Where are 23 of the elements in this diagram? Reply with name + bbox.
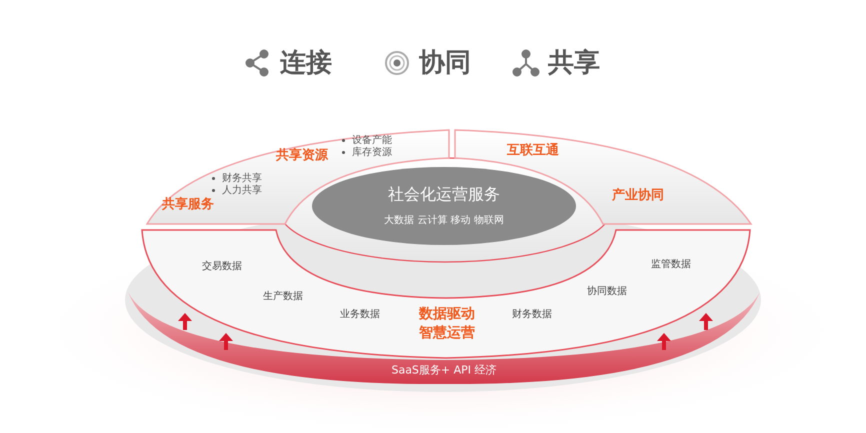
sector-heading: 共享资源: [276, 146, 328, 164]
data-ring: [140, 228, 752, 360]
heading-label: 共享: [548, 47, 600, 80]
sector-heading: 产业协同: [612, 186, 664, 204]
item-label: 协同数据: [587, 284, 627, 298]
sector-heading: 数据驱动智慧运营: [418, 305, 476, 343]
sector-heading: 共享服务: [162, 196, 214, 213]
item-label: 交易数据: [202, 260, 242, 273]
item-label: 大数据 云计算 移动 物联网: [384, 214, 504, 227]
heading-label: 协同: [419, 47, 471, 80]
center-ellipse: [311, 166, 577, 246]
sector-heading: 互联互通: [507, 142, 559, 159]
item-label: 人力共享: [222, 184, 262, 197]
item-label: 财务共享: [222, 172, 262, 184]
item-label: 业务数据: [340, 308, 380, 321]
item-label: 库存资源: [352, 146, 392, 159]
item-label: 财务数据: [512, 308, 552, 321]
item-label: 监管数据: [651, 258, 691, 271]
heading-label: 连接: [280, 47, 332, 80]
item-label: 设备产能: [352, 134, 392, 146]
item-label: 生产数据: [263, 290, 303, 303]
item-label: SaaS服务+ API 经济: [391, 362, 497, 378]
item-label: 社会化运营服务: [388, 184, 500, 206]
